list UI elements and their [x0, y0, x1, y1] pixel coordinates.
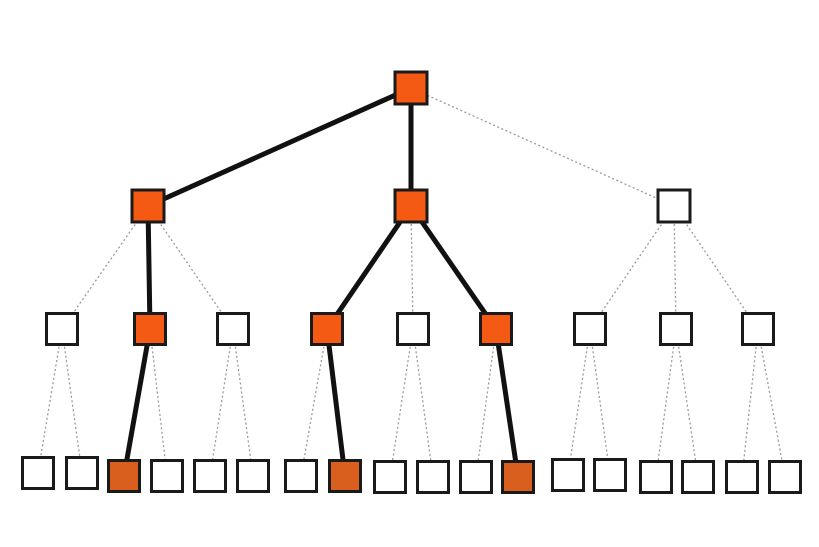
unselected-node-l3-17	[768, 460, 802, 494]
selected-node-l3-2	[107, 459, 141, 493]
unselected-node-l3-12	[551, 458, 585, 492]
unselected-edge-25	[589, 328, 611, 476]
unselected-edge-20	[389, 328, 414, 478]
unselected-node-l3-13	[593, 458, 627, 492]
unselected-node-l2-8	[741, 312, 775, 346]
unselected-edge-26	[655, 328, 677, 478]
selected-node-l1-0	[130, 188, 166, 224]
selected-edge-19	[324, 326, 348, 479]
unselected-edge-21	[412, 328, 434, 478]
unselected-node-l3-9	[416, 460, 450, 494]
unselected-node-l2-6	[573, 312, 607, 346]
unselected-node-l3-5	[236, 459, 270, 493]
unselected-edge-3	[61, 205, 149, 330]
unselected-edge-2	[410, 87, 675, 207]
selected-node-l0-0	[393, 70, 429, 106]
unselected-edge-13	[61, 328, 83, 474]
selected-node-l3-7	[328, 459, 362, 493]
unselected-edge-27	[675, 328, 699, 478]
selected-edge-23	[493, 326, 521, 480]
unselected-edge-5	[147, 205, 234, 330]
unselected-edge-29	[757, 328, 786, 478]
unselected-node-l3-16	[725, 460, 759, 494]
unselected-edge-16	[209, 328, 234, 477]
unselected-node-l2-2	[216, 312, 250, 346]
selected-edge-4	[145, 203, 153, 332]
unselected-node-l3-15	[681, 460, 715, 494]
selected-edge-14	[121, 326, 153, 479]
selected-node-l2-3	[310, 312, 344, 346]
selected-node-l2-1	[133, 312, 167, 346]
selected-node-l1-1	[393, 188, 429, 224]
unselected-edge-24	[567, 328, 591, 476]
unselected-node-l2-7	[659, 312, 693, 346]
unselected-node-l3-3	[150, 459, 184, 493]
unselected-node-l3-14	[639, 460, 673, 494]
selected-edge-0	[145, 85, 414, 209]
selected-node-l2-5	[479, 312, 513, 346]
unselected-edge-28	[741, 328, 759, 478]
unselected-edge-11	[673, 205, 759, 330]
unselected-edge-22	[475, 328, 497, 478]
unselected-node-l3-4	[193, 459, 227, 493]
unselected-node-l3-10	[459, 460, 493, 494]
unselected-edge-17	[232, 328, 254, 477]
nodes-layer	[21, 70, 802, 494]
unselected-edge-9	[589, 205, 675, 330]
unselected-edge-15	[149, 328, 168, 477]
unselected-node-l2-4	[396, 312, 430, 346]
unselected-node-l3-1	[65, 456, 99, 490]
unselected-node-l2-0	[45, 312, 79, 346]
unselected-node-l3-6	[284, 459, 318, 493]
unselected-node-l3-0	[21, 456, 55, 490]
selected-edge-8	[408, 203, 499, 332]
selected-node-l3-11	[501, 460, 535, 494]
unselected-edge-18	[300, 328, 328, 477]
unselected-node-l1-2	[656, 188, 692, 224]
selected-edge-6	[324, 203, 414, 332]
edges-layer	[37, 85, 786, 480]
unselected-edge-10	[673, 205, 677, 330]
unselected-edge-12	[37, 328, 63, 474]
unselected-node-l3-8	[373, 460, 407, 494]
unselected-edge-7	[410, 205, 414, 330]
